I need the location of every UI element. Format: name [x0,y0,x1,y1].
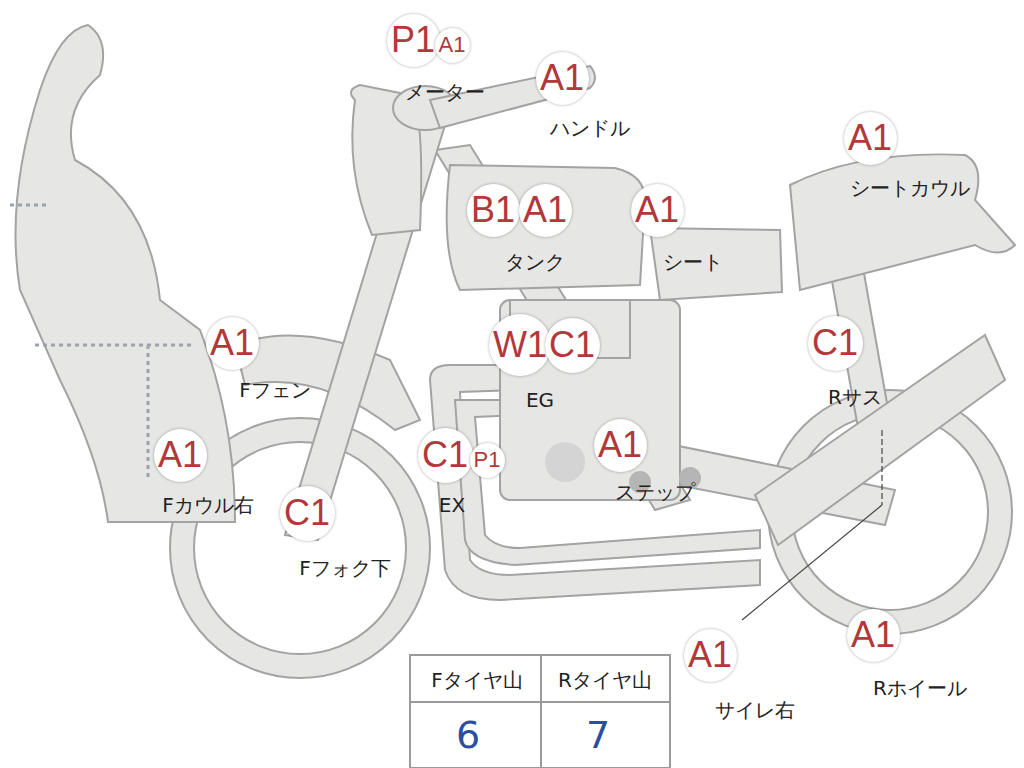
callout-code: C1 [422,437,468,473]
callout-code: A1 [158,437,202,473]
callout-circle: A1 [844,112,897,165]
callout-code: A1 [688,637,732,673]
callout-circle: A1 [154,429,207,482]
callout-circle: A1 [435,28,470,63]
part-name: EG [526,389,554,411]
callout-circle: C1 [808,316,863,371]
part-name: Fフェン [239,379,311,401]
callout-code: W1 [493,327,547,363]
part-name: ステップ [615,481,695,503]
tread-value: 6 [456,715,480,757]
callout-circle: A1 [594,419,647,472]
callout-code: B1 [471,192,515,228]
callout-code: A1 [848,120,892,156]
part-name: シート [663,251,723,273]
callout-code: A1 [210,325,254,361]
table-header: Fタイヤ山 [431,669,523,691]
callout-code: A1 [851,617,895,653]
part-name: Fカウル右 [162,494,254,516]
part-name: タンク [505,251,565,273]
callout-circle: A1 [519,184,572,237]
part-name: Rサス [828,386,882,408]
callout-code: C1 [284,495,330,531]
callout-code: A1 [540,60,584,96]
callout-circle: C1 [545,318,600,373]
table-header: Rタイヤ山 [558,669,652,691]
callout-circle: C1 [418,428,473,483]
callout-circle: W1 [489,314,551,376]
part-name: シートカウル [850,177,970,199]
callout-code: A1 [635,192,679,228]
callout-code: A1 [439,34,466,56]
callout-circle: A1 [847,609,900,662]
part-name: サイレ右 [715,699,795,721]
callout-circle: P1 [387,14,440,67]
callout-code: C1 [549,327,595,363]
callout-circle: C1 [280,486,335,541]
callout-circle: A1 [684,629,737,682]
callout-circle: B1 [467,184,520,237]
callout-code: A1 [523,192,567,228]
tread-value: 7 [586,715,610,757]
callout-circle: A1 [536,52,589,105]
leader-line [742,430,882,620]
callout-circle: P1 [470,443,505,478]
callout-code: P1 [391,22,435,58]
callout-circle: A1 [206,317,259,370]
part-name: ハンドル [550,117,630,139]
callout-code: C1 [812,325,858,361]
part-name: Fフォク下 [299,557,391,579]
part-name: メーター [405,81,485,103]
callout-code: A1 [598,427,642,463]
bike-body [16,25,1016,678]
part-name: EX [439,494,465,516]
callout-code: P1 [474,449,501,471]
callout-circle: A1 [631,184,684,237]
part-name: Rホイール [873,677,967,699]
tire-table [410,655,670,768]
